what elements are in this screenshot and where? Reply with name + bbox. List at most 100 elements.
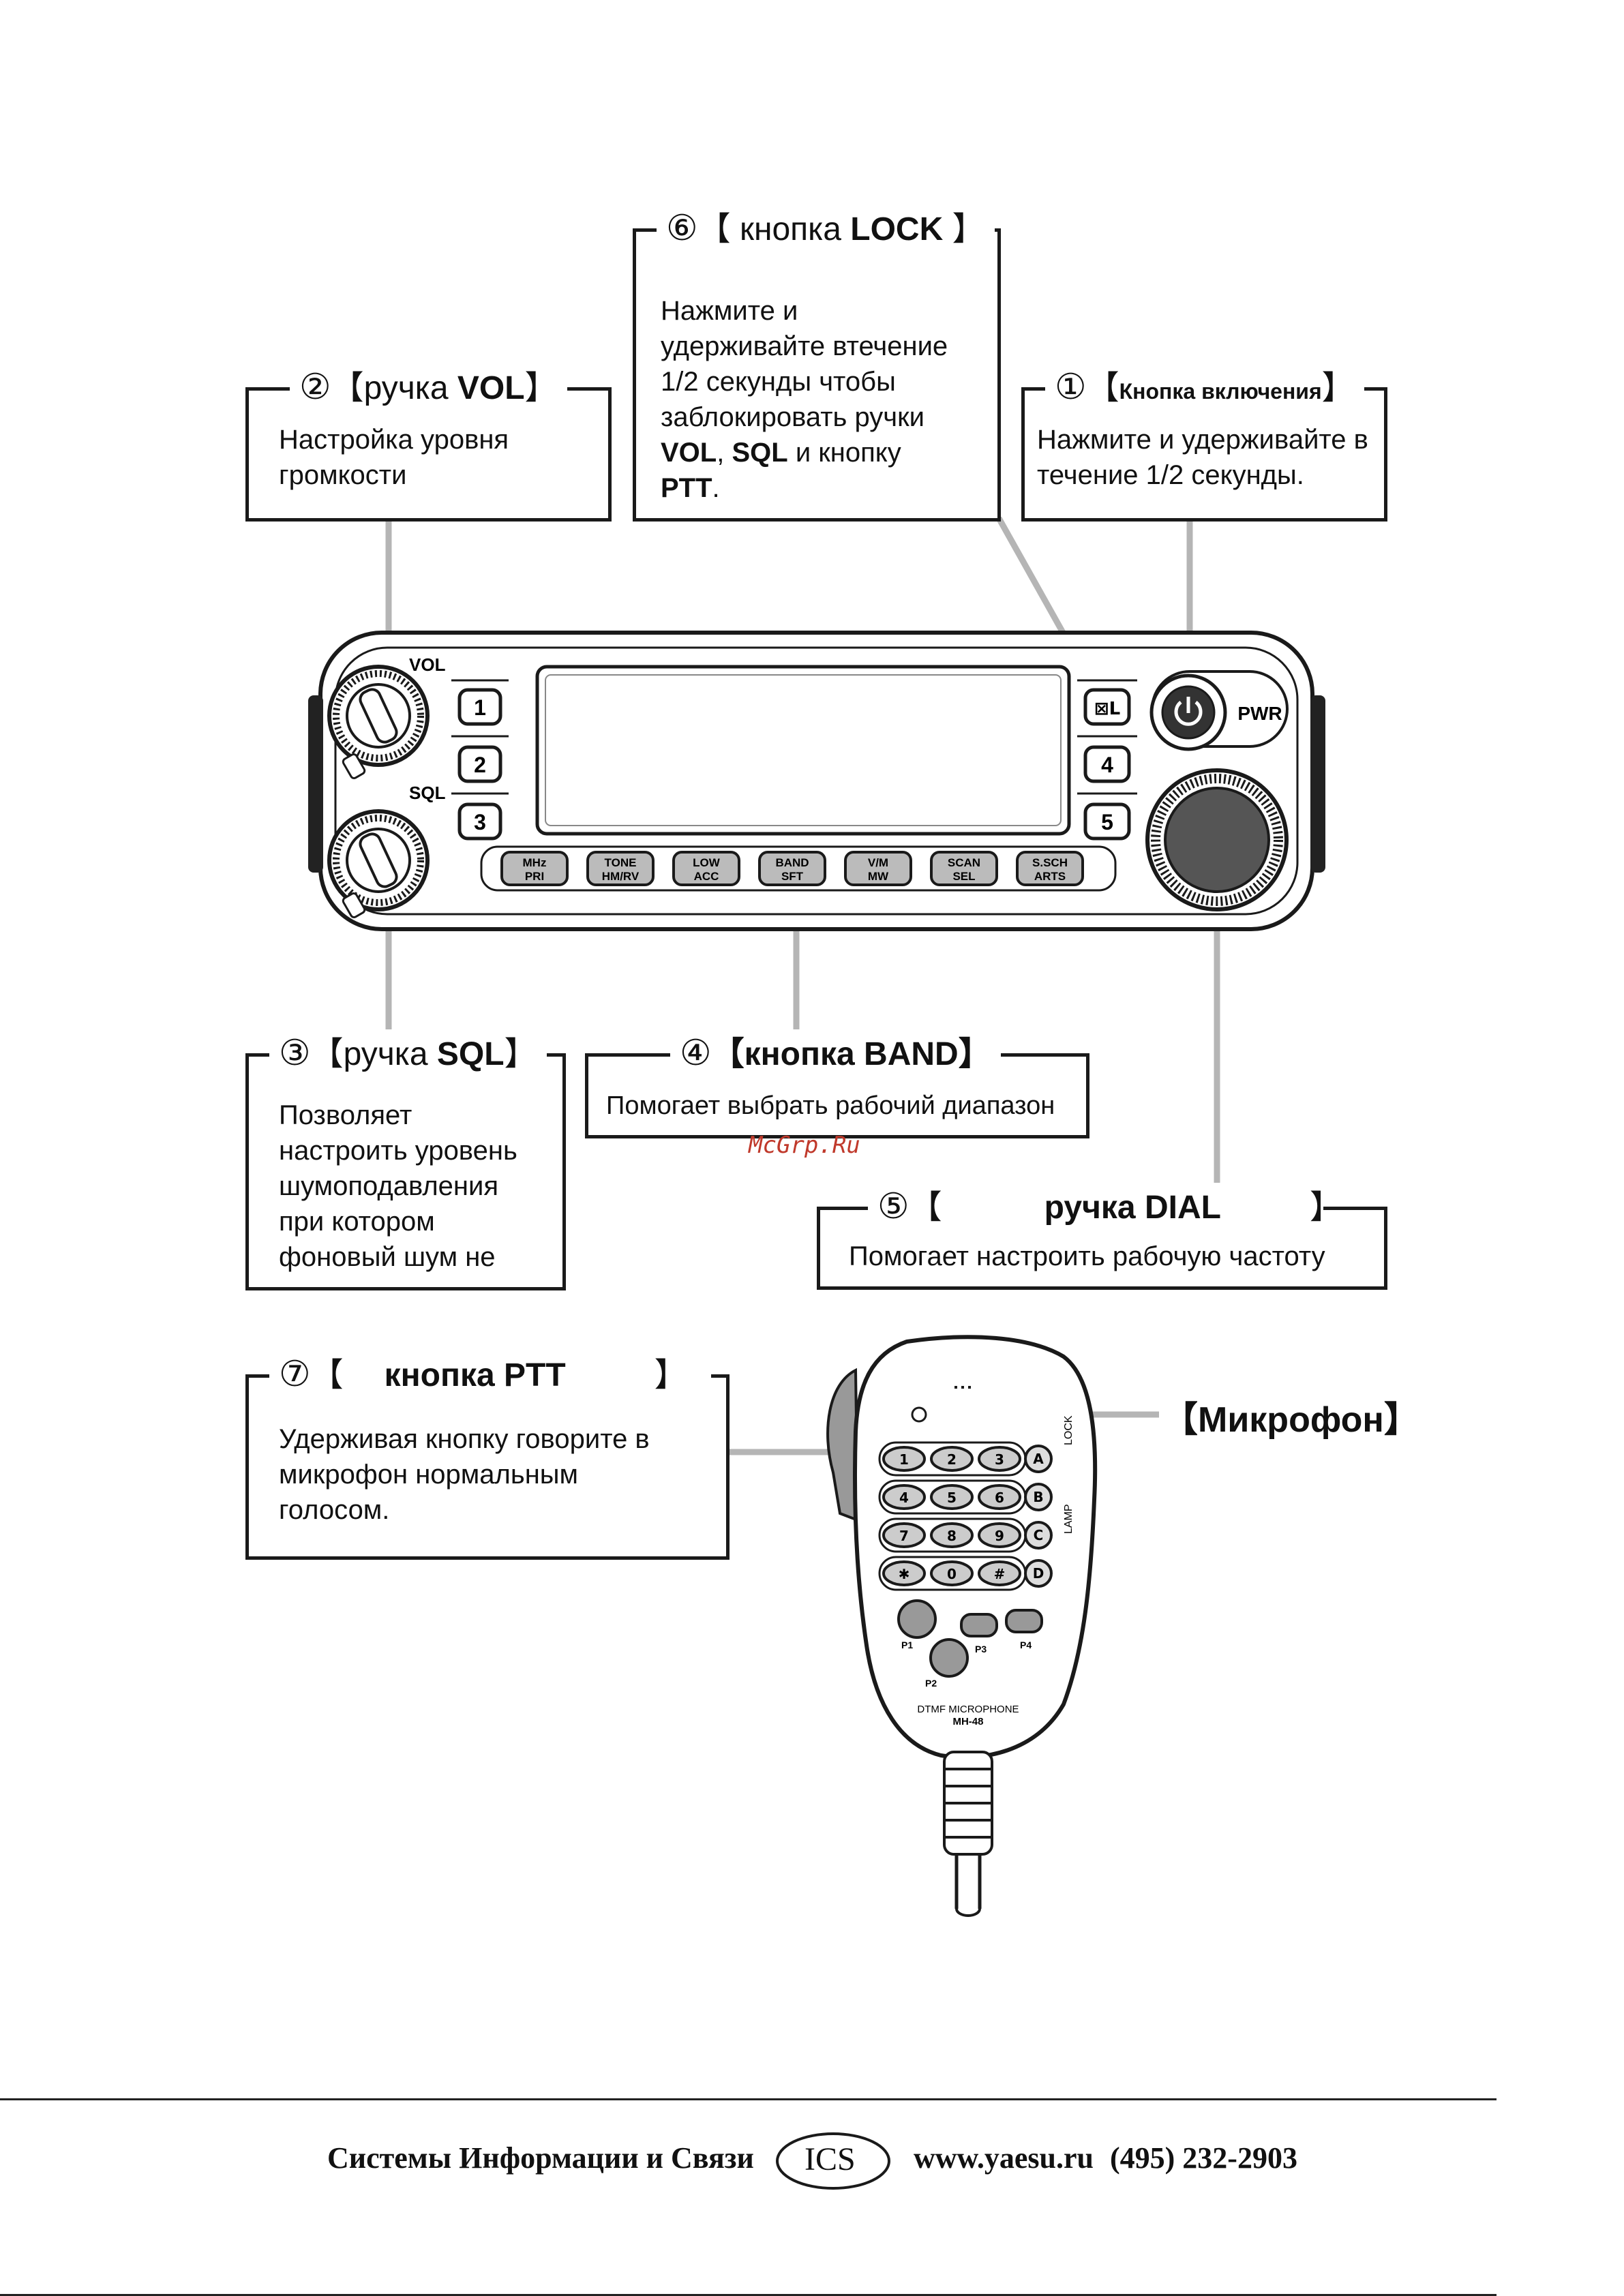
callout-vol-body: Настройка уровня громкости	[279, 425, 509, 490]
microphone-title: 【Микрофон】	[1162, 1400, 1419, 1440]
mic-key-2[interactable]: 3	[978, 1446, 1021, 1472]
mem-button-3-label: 3	[474, 810, 486, 834]
callout-sql: ③【ручка SQL】 Позволяет настроить уровень…	[245, 1029, 566, 1290]
mem-button-4[interactable]: 4	[1083, 745, 1131, 783]
mic-key-10[interactable]: 9	[978, 1522, 1021, 1548]
bottom-key-3-bottom-label: SFT	[781, 870, 804, 883]
mic-key-7[interactable]: B	[1024, 1483, 1053, 1511]
mic-key-4-label: 4	[899, 1490, 909, 1506]
mem-button-2[interactable]: 2	[457, 745, 502, 783]
mem-button-3[interactable]: 3	[457, 802, 502, 841]
bottom-key-4[interactable]: V/MMW	[844, 851, 912, 886]
bottom-key-2-bottom-label: ACC	[694, 870, 719, 883]
callout-dial: ⑤【ручка DIAL】 Помогает настроить рабочую…	[817, 1183, 1387, 1290]
mic-key-0[interactable]: 1	[882, 1446, 926, 1472]
dial-knob[interactable]	[1145, 768, 1289, 911]
power-button[interactable]: PWR	[1149, 670, 1289, 751]
mic-key-6-label: 6	[995, 1490, 1004, 1506]
p1-key[interactable]: P1	[897, 1599, 937, 1650]
pwr-label: PWR	[1237, 703, 1282, 724]
mic-key-1[interactable]: 2	[930, 1446, 974, 1472]
footer-logo-text: ICS	[805, 2141, 856, 2177]
p2-key-label: P2	[925, 1678, 937, 1689]
p1-key-label: P1	[901, 1640, 913, 1650]
bottom-key-1-bottom-label: HM/RV	[602, 870, 640, 883]
mic-key-10-label: 9	[995, 1528, 1004, 1544]
bottom-key-3-top-label: BAND	[775, 856, 809, 869]
ptt-side-button[interactable]	[826, 1368, 860, 1522]
footer: Системы Информации и Связи ICS www.yaesu…	[320, 2120, 1323, 2195]
footer-phone: (495) 232-2903	[1110, 2141, 1297, 2175]
mic-key-9[interactable]: 8	[930, 1522, 974, 1548]
mic-model-line1: DTMF MICROPHONE	[917, 1704, 1019, 1715]
mic-key-8[interactable]: 7	[882, 1522, 926, 1548]
vol-knob[interactable]	[327, 665, 430, 780]
mem-button-5[interactable]: 5	[1083, 802, 1131, 841]
footer-website[interactable]: www.yaesu.ru	[914, 2141, 1094, 2175]
callout-sql-title: ③【ручка SQL】	[269, 1029, 547, 1078]
mem-button-1[interactable]: 1	[457, 688, 502, 726]
callout-ptt: ⑦【кнопка PTT】 Удерживая кнопку говорите …	[245, 1350, 730, 1560]
ics-logo	[776, 2132, 890, 2190]
p4-key-label: P4	[1020, 1640, 1032, 1650]
bottom-key-5-top-label: SCAN	[948, 856, 980, 869]
vol-panel-label: VOL	[409, 654, 446, 675]
mic-keypad: 1 2 3 A 4 5 6 B 7 8 9 C ✱0# D	[878, 1441, 1053, 1591]
callout-ptt-body: Удерживая кнопку говорите в микрофон нор…	[279, 1424, 650, 1525]
mic-key-14[interactable]: #	[978, 1560, 1021, 1586]
bottom-rule	[0, 2294, 1497, 2296]
callout-power: ①【Кнопка включения】 Нажмите и удерживайт…	[1021, 363, 1387, 522]
mic-key-3-label: A	[1033, 1451, 1044, 1467]
p4-key[interactable]: P4	[1005, 1609, 1043, 1650]
sql-panel-label: SQL	[409, 783, 446, 803]
bottom-key-0-top-label: MHz	[523, 856, 547, 869]
mem-button-5-label: 5	[1101, 810, 1113, 834]
mic-lock-label: LOCK	[1063, 1415, 1074, 1445]
mem-button-1-label: 1	[474, 695, 486, 720]
lock-button[interactable]: ⊠L	[1083, 688, 1131, 726]
mic-key-13[interactable]: 0	[930, 1560, 974, 1586]
bottom-key-6-top-label: S.SCH	[1032, 856, 1068, 869]
mic-key-2-label: 3	[995, 1451, 1004, 1468]
p3-key-label: P3	[975, 1644, 987, 1655]
p2-key[interactable]: P2	[925, 1638, 969, 1689]
mic-key-9-label: 8	[947, 1528, 957, 1544]
bottom-key-2-top-label: LOW	[693, 856, 721, 869]
mic-key-4[interactable]: 4	[882, 1484, 926, 1510]
mic-key-11[interactable]: C	[1024, 1521, 1053, 1550]
mic-key-6[interactable]: 6	[978, 1484, 1021, 1510]
lock-button-label: ⊠L	[1094, 699, 1120, 719]
mic-key-5[interactable]: 5	[930, 1484, 974, 1510]
mem-button-4-label: 4	[1101, 753, 1113, 777]
callout-lock-body: Нажмите и удерживайте втечение 1/2 секун…	[661, 296, 948, 503]
lcd-display	[535, 665, 1071, 836]
p3-key[interactable]: P3	[960, 1613, 998, 1655]
watermark: McGrp.Ru	[749, 1132, 860, 1159]
bottom-key-6-bottom-label: ARTS	[1034, 870, 1066, 883]
callout-lock: ⑥【 кнопка LOCK 】 Нажмите и удерживайте в…	[633, 205, 1001, 522]
callout-power-body: Нажмите и удерживайте в течение 1/2 секу…	[1037, 425, 1368, 490]
bottom-key-5-bottom-label: SEL	[952, 870, 975, 883]
mic-key-15[interactable]: D	[1024, 1559, 1053, 1588]
bottom-key-1-top-label: TONE	[605, 856, 637, 869]
callout-dial-title: ⑤【ручка DIAL】	[868, 1183, 1342, 1232]
mic-key-8-label: 7	[899, 1528, 909, 1544]
callout-ptt-title: ⑦【кнопка PTT】	[269, 1350, 711, 1400]
mic-key-15-label: D	[1033, 1565, 1044, 1582]
sql-knob[interactable]	[327, 809, 430, 919]
mic-key-0-label: 1	[899, 1451, 909, 1468]
mic-key-3[interactable]: A	[1024, 1445, 1053, 1473]
mic-key-11-label: C	[1034, 1527, 1044, 1543]
bottom-key-0-bottom-label: PRI	[525, 870, 544, 883]
mic-model-line2: MH-48	[952, 1716, 983, 1727]
footer-company: Системы Информации и Связи	[327, 2141, 754, 2175]
mic-key-12[interactable]: ✱	[882, 1560, 926, 1586]
bottom-key-4-top-label: V/M	[868, 856, 888, 869]
